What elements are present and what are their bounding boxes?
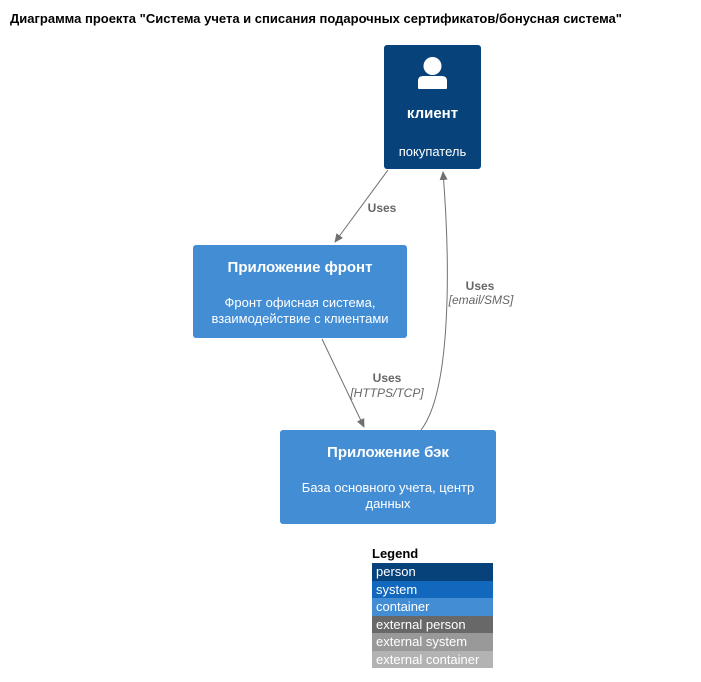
person-icon: [418, 57, 447, 89]
legend-title: Legend: [372, 546, 419, 561]
client-description: покупатель: [398, 144, 467, 159]
container-front-node[interactable]: Приложение фронт Фронт офисная система, …: [193, 245, 407, 338]
edge-client-to-front: [334, 169, 389, 243]
legend-item-external-person: external person: [372, 615, 493, 633]
front-name: Приложение фронт: [227, 259, 373, 276]
edge-front-back-technology: [HTTPS/TCP]: [350, 386, 424, 400]
edge-front-to-back: [321, 338, 365, 428]
client-name: клиент: [406, 105, 459, 122]
container-back-node[interactable]: Приложение бэк База основного учета, цен…: [280, 430, 496, 524]
person-client-node[interactable]: клиент покупатель: [384, 45, 481, 169]
front-description: Фронт офисная система, взаимодействие с …: [211, 295, 389, 326]
legend-item-system: system: [372, 580, 493, 598]
edge-front-back-label: Uses: [372, 371, 402, 385]
edge-back-client-technology: [email/SMS]: [448, 293, 514, 307]
legend-item-external-system: external system: [372, 633, 493, 651]
legend-item-container: container: [372, 598, 493, 616]
back-name: Приложение бэк: [327, 444, 449, 461]
legend-item-external-container: external container: [372, 650, 493, 668]
back-description: База основного учета, центр данных: [301, 480, 475, 511]
edge-back-to-client: [420, 171, 448, 431]
edge-back-client-label: Uses: [465, 279, 495, 293]
legend-item-person: person: [372, 563, 493, 581]
edge-client-front-label: Uses: [367, 201, 397, 215]
legend: Legend person system container external …: [372, 547, 493, 668]
diagram-title: Диаграмма проекта "Система учета и списа…: [10, 11, 622, 26]
